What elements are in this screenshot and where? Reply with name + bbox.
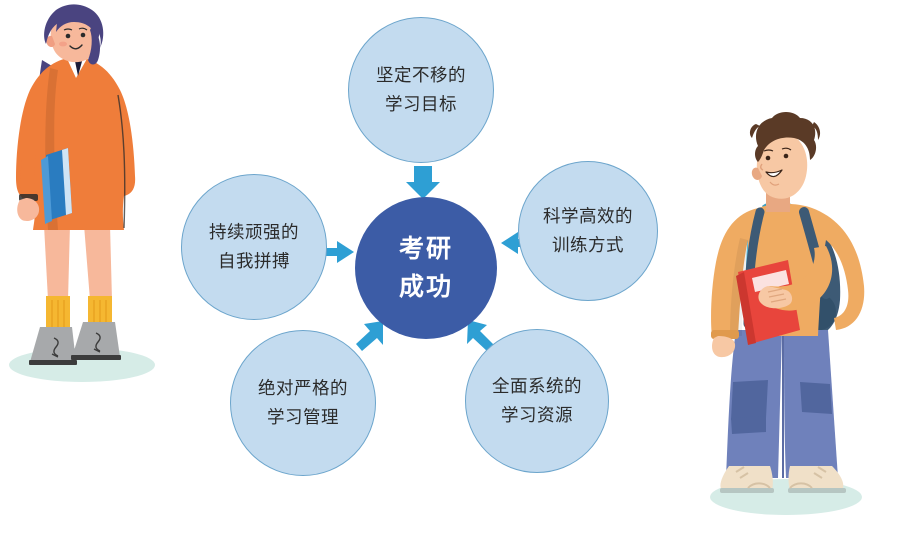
boy-book-spine (736, 272, 756, 345)
girl-shoe-right (72, 322, 120, 357)
node-bottom-left[interactable]: 绝对严格的 学习管理 (230, 330, 376, 476)
node-right[interactable]: 科学高效的 训练方式 (518, 161, 658, 301)
girl-brow-left (63, 28, 73, 31)
arrow-left-to-core (321, 241, 354, 263)
girl-eye-right (80, 32, 86, 38)
boy-pocket-left (731, 380, 768, 420)
boy-face (756, 131, 808, 199)
girl-hair-side (88, 26, 100, 65)
girl-shoe-laces (51, 332, 101, 358)
boy-ear (751, 167, 762, 180)
boy-nose (760, 163, 764, 171)
boy-shoe-detail (735, 466, 827, 489)
boy-pocket-right (800, 382, 832, 414)
node-top[interactable]: 坚定不移的 学习目标 (348, 17, 494, 163)
girl-hair-bangs (56, 9, 100, 40)
boy-hand-right (758, 286, 793, 309)
boy-finger-lines (767, 288, 787, 303)
boy-brow-right (781, 147, 792, 151)
girl-leg-left (44, 225, 70, 300)
node-bottom-right-line-1: 全面系统的 (492, 376, 582, 396)
girl-eye-left (65, 33, 71, 39)
girl-shoe-sole-left (29, 360, 77, 365)
girl-sweater-fold-right (117, 94, 126, 229)
node-left[interactable]: 持续顽强的 自我拼搏 (181, 174, 327, 320)
node-right-line-1: 科学高效的 (543, 206, 633, 226)
girl-ear (46, 35, 55, 47)
boy-hair (755, 112, 817, 162)
node-top-line-2: 学习目标 (385, 94, 457, 114)
node-core-line-1: 考研 (398, 235, 453, 263)
boy-hair-curl-left (749, 124, 760, 138)
boy-shoe-sole-right (788, 488, 846, 493)
boy-mouth (765, 169, 783, 178)
arrow-bottom-left-to-core (356, 321, 383, 351)
node-right-line-2: 训练方式 (552, 235, 624, 255)
girl-blush (59, 41, 67, 47)
girl-arm-left (20, 148, 37, 198)
node-bottom-right-line-2: 学习资源 (501, 405, 573, 425)
girl-book-pages (41, 156, 52, 224)
arrow-right-to-core (501, 232, 534, 254)
node-top-line-1: 坚定不移的 (376, 65, 466, 85)
node-core-line-2: 成功 (398, 273, 453, 301)
boy-shoe-sole-left (720, 488, 774, 493)
boy-hair-curl-right (812, 122, 821, 140)
arrow-bottom-right-to-core (467, 320, 494, 352)
arrow-top-to-core (406, 166, 440, 199)
girl-book-edge (62, 148, 72, 215)
boy-brow-left (763, 149, 774, 152)
girl-brow-right (78, 27, 88, 31)
boy-hand-left (712, 336, 736, 358)
boy-pocket-left-flap (731, 416, 766, 434)
girl-shoe-sole-right (71, 355, 121, 360)
node-bottom-right[interactable]: 全面系统的 学习资源 (465, 329, 609, 473)
girl-mouth (69, 44, 83, 50)
boy-book-label (752, 270, 789, 292)
girl-hand (17, 198, 40, 221)
girl-shoe-left (30, 327, 76, 362)
node-left-line-1: 持续顽强的 (209, 222, 299, 242)
girl-leg-right (84, 225, 112, 300)
node-bottom-left-line-2: 学习管理 (267, 407, 339, 427)
boy-chin-line (769, 181, 780, 186)
boy-eye-right (783, 153, 789, 159)
boy-eye-left (765, 155, 771, 161)
node-core[interactable]: 考研 成功 (355, 197, 497, 339)
node-left-line-2: 自我拼搏 (218, 251, 290, 271)
node-bottom-left-line-1: 绝对严格的 (258, 378, 348, 398)
